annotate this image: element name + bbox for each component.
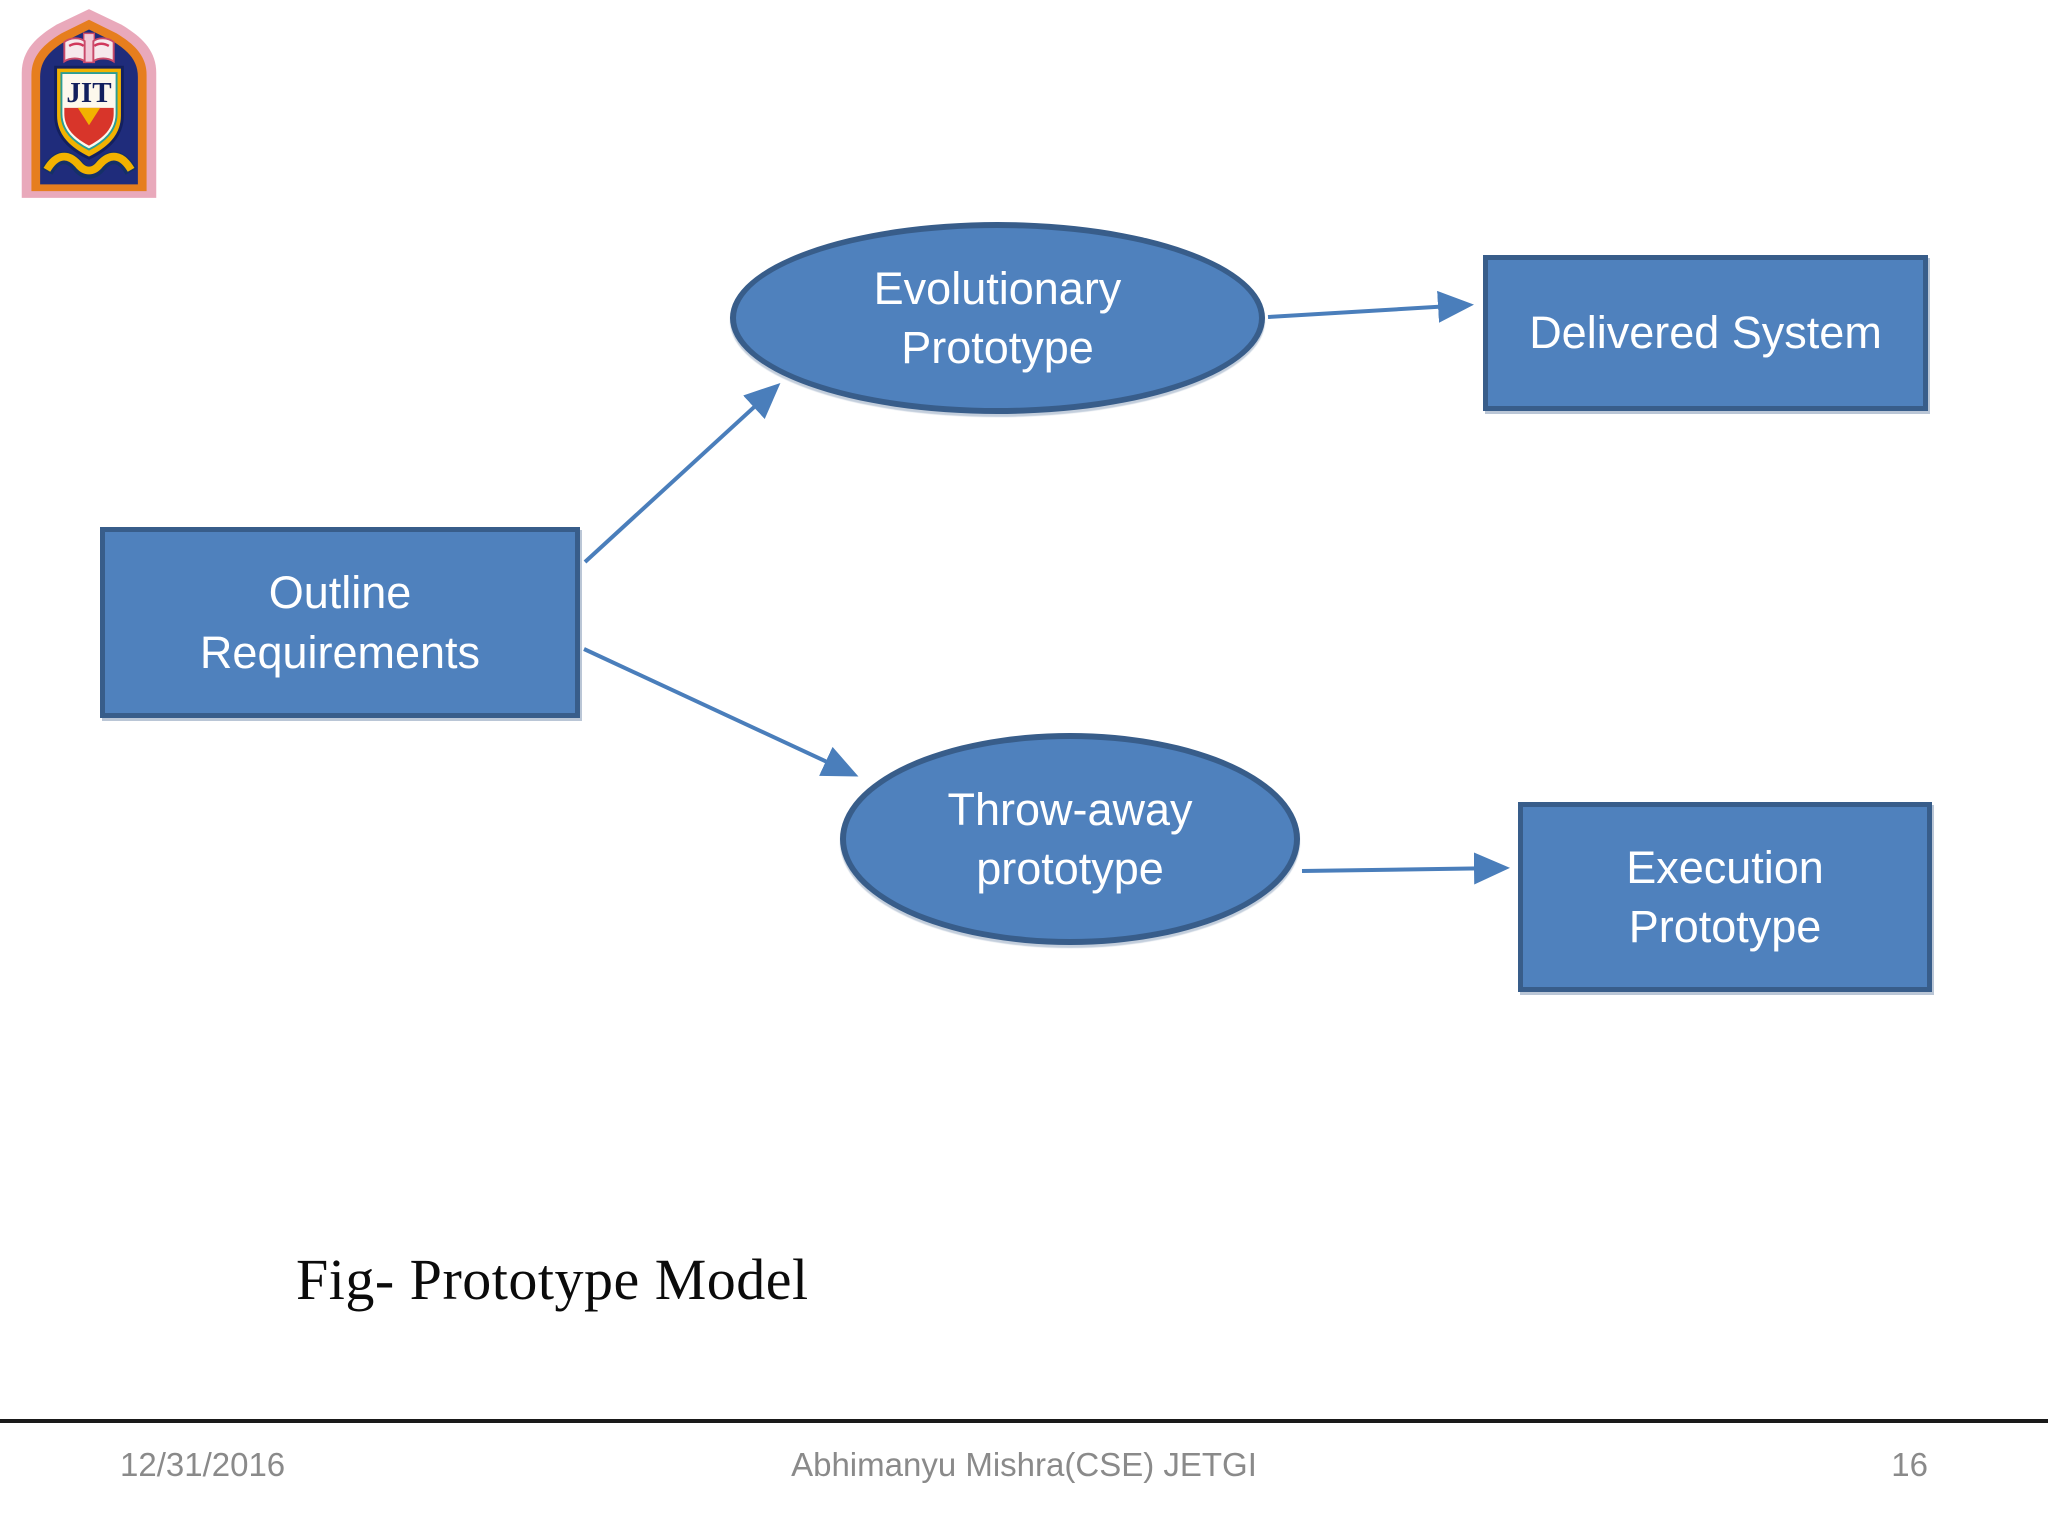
node-evolutionary-prototype: Evolutionary Prototype [730, 222, 1265, 414]
node-outline-requirements: Outline Requirements [100, 527, 580, 718]
node-throw-away-prototype: Throw-away prototype [840, 733, 1300, 945]
footer-page-number: 16 [1891, 1446, 1928, 1483]
arrow-outline-to-throwaway [583, 647, 859, 777]
node-label-line: Evolutionary [873, 262, 1122, 314]
arrow-outline-to-evolutionary [583, 382, 781, 564]
node-label-line: Prototype [901, 322, 1094, 373]
footer-divider [0, 1419, 2048, 1423]
node-label-line: Outline [268, 567, 412, 619]
logo-monogram: JIT [66, 77, 111, 109]
footer-date: 12/31/2016 [120, 1446, 286, 1483]
node-label-line: Prototype [1628, 901, 1822, 952]
footer-author: Abhimanyu Mishra(CSE) JETGI [791, 1446, 1257, 1483]
arrow-throwaway-to-execution [1301, 852, 1510, 885]
institution-crest-icon: JIT [21, 9, 157, 198]
node-label-line: prototype [976, 843, 1164, 894]
node-label-line: Requirements [199, 626, 481, 678]
node-execution-prototype: Execution Prototype [1518, 802, 1932, 992]
node-label-line: Throw-away [947, 783, 1193, 835]
node-delivered-system: Delivered System [1483, 255, 1928, 411]
arrow-evolutionary-to-delivered [1267, 290, 1474, 323]
figure-caption: Fig- Prototype Model [296, 1247, 809, 1312]
node-label-line: Execution [1626, 841, 1824, 893]
node-label-line: Delivered System [1529, 307, 1882, 359]
